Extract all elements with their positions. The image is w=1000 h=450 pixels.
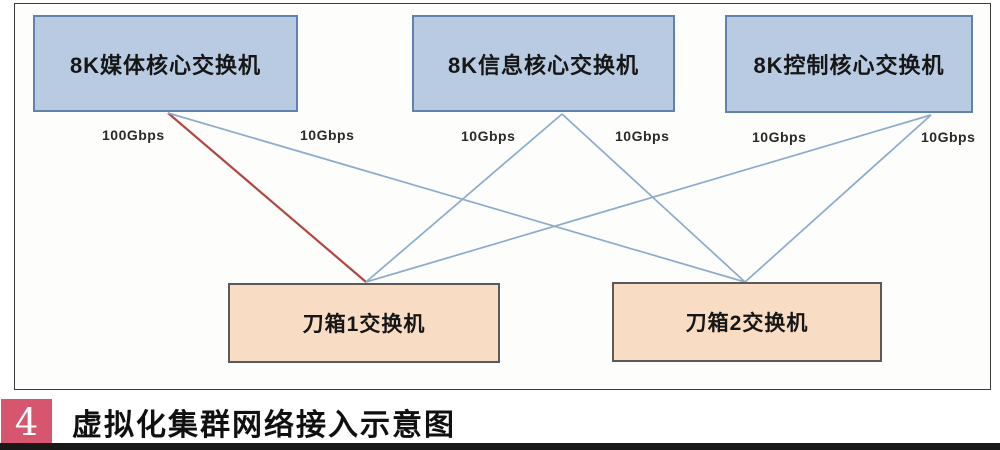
bandwidth-label-control-blade2: 10Gbps [921, 129, 976, 145]
node-blade-chassis2-switch: 刀箱2交换机 [612, 282, 882, 362]
bandwidth-label-info-blade1: 10Gbps [461, 128, 516, 144]
figure-number-badge: 4 [1, 399, 52, 445]
node-label: 刀箱1交换机 [302, 313, 426, 336]
node-blade-chassis1-switch: 刀箱1交换机 [228, 283, 500, 363]
node-8k-media-core-switch: 8K媒体核心交换机 [33, 15, 298, 112]
bandwidth-label-control-blade1: 10Gbps [752, 129, 807, 145]
node-8k-control-core-switch: 8K控制核心交换机 [725, 15, 973, 113]
node-label: 8K控制核心交换机 [753, 53, 945, 78]
node-label: 8K媒体核心交换机 [69, 52, 262, 78]
node-8k-info-core-switch: 8K信息核心交换机 [412, 15, 675, 112]
node-label: 刀箱2交换机 [685, 312, 809, 335]
bandwidth-label-media-blade1: 100Gbps [102, 127, 165, 143]
figure-number: 4 [14, 400, 39, 444]
bottom-rule [0, 443, 1000, 450]
bandwidth-label-media-blade2: 10Gbps [300, 127, 355, 143]
node-label: 8K信息核心交换机 [447, 52, 640, 78]
bandwidth-label-info-blade2: 10Gbps [615, 128, 670, 144]
figure-caption: 虚拟化集群网络接入示意图 [72, 408, 456, 443]
